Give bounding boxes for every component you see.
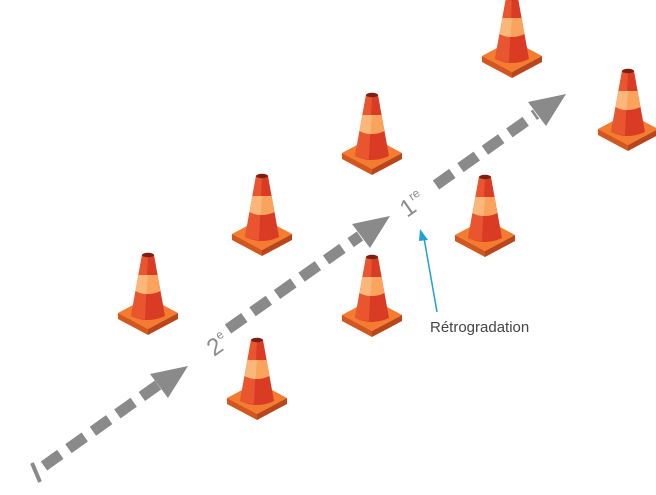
traffic-cone-icon — [480, 0, 542, 78]
first-gear-label: 1 re — [395, 186, 423, 223]
arrowhead — [150, 366, 188, 398]
dashed-arrow-icon — [30, 94, 566, 483]
arrowhead — [528, 94, 566, 126]
traffic-cone-icon — [340, 254, 402, 337]
traffic-cone-icon — [340, 92, 402, 175]
traffic-cone-icon — [225, 337, 287, 420]
downshift-callout: Rétrogradation — [419, 229, 529, 336]
traffic-cone-icon — [230, 173, 292, 256]
cones — [116, 0, 656, 420]
arrowhead — [352, 216, 390, 248]
traffic-cone-icon — [596, 68, 656, 151]
traffic-cone-icon — [116, 252, 178, 335]
second-gear-label: 2 e — [202, 327, 228, 362]
traffic-cone-icon — [453, 174, 515, 257]
downshift-callout-label: Rétrogradation — [430, 319, 529, 336]
